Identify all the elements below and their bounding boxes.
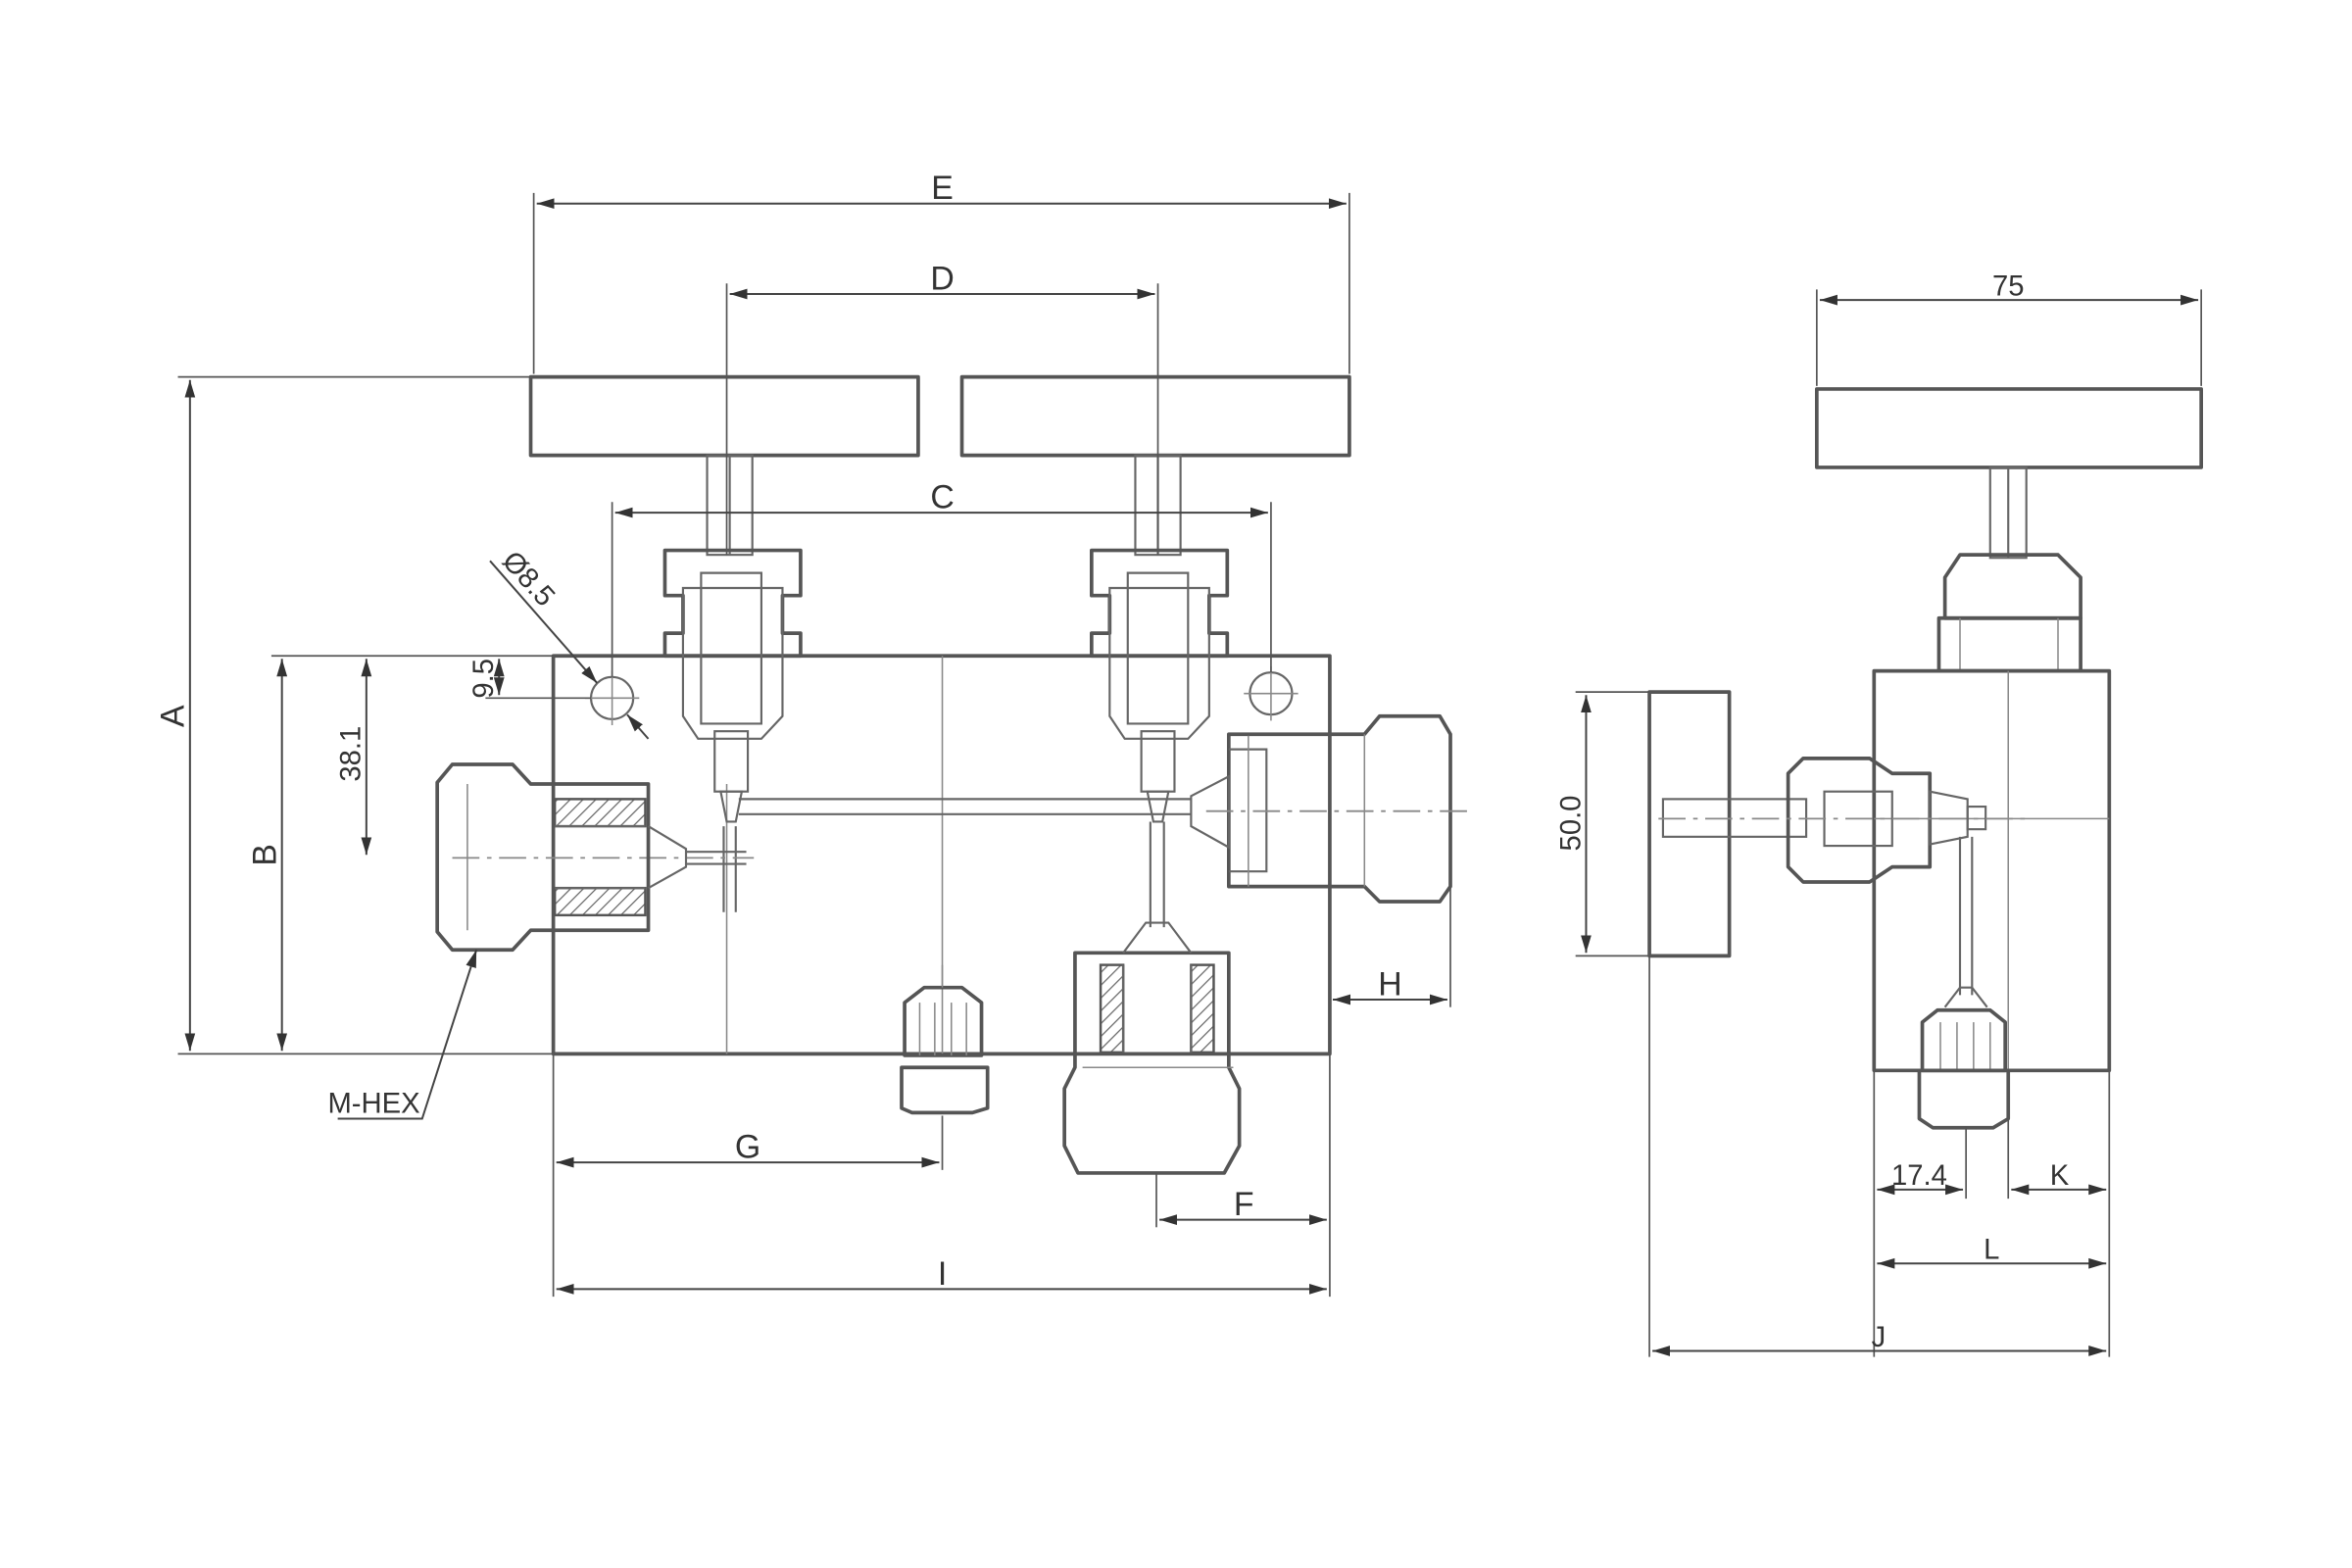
dimension-F: F <box>1155 1054 1331 1298</box>
label-75: 75 <box>1992 271 2025 303</box>
left-port-fitting <box>435 762 688 953</box>
dimension-B: B <box>247 655 554 1052</box>
side-handle <box>1815 387 2203 469</box>
label-17-4: 17.4 <box>1891 1160 1947 1192</box>
label-G: G <box>735 1129 760 1166</box>
label-B: B <box>247 844 284 866</box>
dimension-38-1: 38.1 <box>336 659 372 856</box>
dimension-I: I <box>556 1255 1327 1295</box>
label-E: E <box>931 170 954 207</box>
side-view: 75 50.0 17.4 K L J <box>1555 271 2203 1357</box>
label-50: 50.0 <box>1555 796 1587 852</box>
label-K: K <box>2050 1160 2070 1192</box>
leader-m-hex: M-HEX <box>327 949 478 1120</box>
dimension-17-4: 17.4 <box>1873 1070 1967 1357</box>
label-I: I <box>938 1255 947 1293</box>
dimension-C: C <box>611 478 1272 677</box>
label-L: L <box>1984 1235 1999 1266</box>
label-J: J <box>1872 1322 1886 1353</box>
side-bonnet <box>1936 553 2082 673</box>
dimension-A: A <box>155 375 554 1055</box>
label-38-1: 38.1 <box>336 726 368 782</box>
mounting-hole-right <box>1244 666 1298 721</box>
label-H: H <box>1378 965 1401 1003</box>
dimension-L: L <box>1877 1235 2107 1269</box>
side-bracket <box>1647 690 1732 958</box>
dimension-H: H <box>1333 886 1451 1007</box>
label-9-5: 9.5 <box>468 659 500 699</box>
dimension-50: 50.0 <box>1555 691 1650 957</box>
dimension-J: J <box>1648 956 2107 1357</box>
stem-left <box>706 454 754 557</box>
dimension-G: G <box>552 1054 944 1298</box>
label-m-hex: M-HEX <box>327 1088 419 1119</box>
vent-plug <box>900 964 990 1115</box>
side-vent-plug <box>1917 836 2011 1130</box>
dimension-K: K <box>2007 1070 2111 1357</box>
dimension-75: 75 <box>1816 271 2202 386</box>
dimension-dia-8-5: Ø8.5 <box>489 546 650 740</box>
label-F: F <box>1234 1186 1254 1223</box>
bonnet-left <box>662 548 803 823</box>
label-D: D <box>930 260 954 297</box>
label-A: A <box>155 705 192 727</box>
bonnet-right <box>1090 548 1230 823</box>
handle-left <box>528 374 920 458</box>
label-C: C <box>930 478 954 515</box>
dimension-E: E <box>532 170 1350 374</box>
internal-passages <box>452 798 1192 928</box>
bottom-port-fitting <box>1062 921 1242 1175</box>
dimension-9-5: 9.5 <box>468 659 592 700</box>
front-view: E D C A B 38.1 <box>155 170 1470 1298</box>
handle-right <box>959 374 1351 458</box>
side-fitting <box>1658 757 2029 884</box>
